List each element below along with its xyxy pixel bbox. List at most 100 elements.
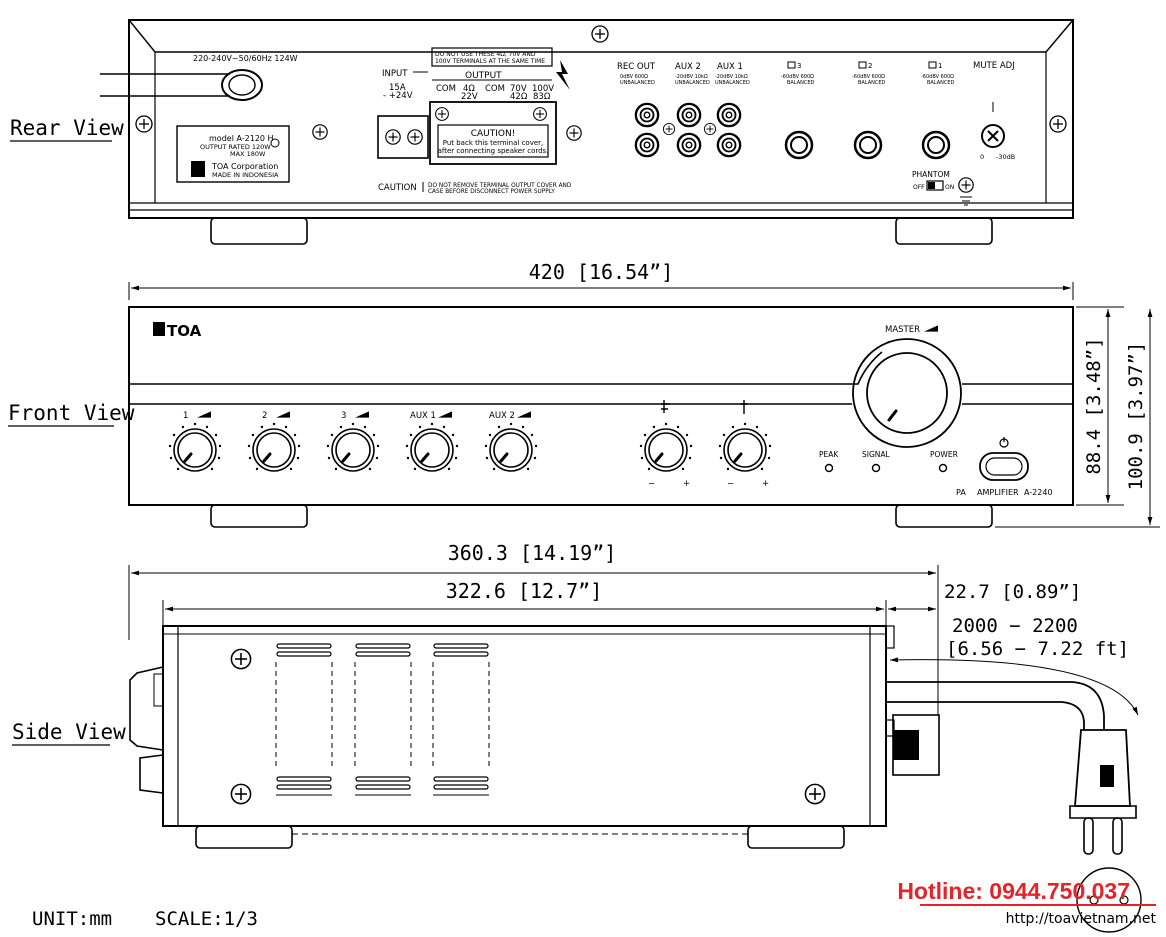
treble-minus: − bbox=[727, 479, 734, 489]
knob-bass: − + bbox=[638, 400, 694, 489]
nameplate bbox=[176, 125, 290, 183]
aux1-label: AUX 1 bbox=[717, 62, 743, 72]
power-label: POWER bbox=[930, 450, 958, 459]
knob-mic1: 1 bbox=[167, 411, 223, 473]
phantom-off-label: OFF bbox=[913, 184, 925, 191]
high-voltage-icon bbox=[556, 60, 570, 90]
mute-adj-trimmer bbox=[981, 124, 1005, 148]
peak-led bbox=[824, 463, 834, 473]
terminal-warning-2: 100V TERMINALS AT THE SAME TIME bbox=[435, 58, 545, 65]
caution-bottom-1: DO NOT REMOVE TERMINAL OUTPUT COVER AND bbox=[428, 183, 572, 189]
height-panel-label: 88.4 [3.48”] bbox=[1083, 337, 1105, 474]
volume-knob bbox=[325, 421, 381, 473]
height-dimensions: 88.4 [3.48”] 100.9 [3.97”] bbox=[995, 306, 1160, 528]
side-front-knob bbox=[139, 754, 164, 794]
rca-jack bbox=[676, 102, 702, 128]
cord-ft-label: [6.56 − 7.22 ft] bbox=[946, 638, 1129, 660]
mic2-spec: -60dBV 600Ω bbox=[852, 74, 885, 80]
knob-mic3-label: 3 bbox=[341, 411, 346, 421]
master-label: MASTER bbox=[885, 325, 920, 335]
mic3-type: BALANCED bbox=[787, 80, 815, 86]
tone-knob bbox=[717, 421, 773, 473]
mic2-label: 2 bbox=[868, 62, 872, 70]
front-foot-right bbox=[895, 504, 993, 528]
phantom-switch bbox=[926, 180, 944, 191]
side-view-label: Side View bbox=[12, 720, 126, 744]
rear-view-label: Rear View bbox=[10, 116, 124, 140]
terminal-com-1: COM bbox=[436, 84, 456, 94]
mic-input-3: 3 -60dBV 600Ω BALANCED bbox=[781, 61, 815, 160]
mic-input-1: 1 -60dBV 600Ω BALANCED bbox=[921, 61, 955, 160]
ground-icon bbox=[960, 196, 972, 206]
width-dim-label: 420 [16.54”] bbox=[529, 260, 674, 284]
input-voltage: - +24V bbox=[383, 91, 413, 101]
aux2-type: UNBALANCED bbox=[675, 80, 710, 86]
caution-bottom-2: CASE BEFORE DISCONNECT POWER SUPPLY bbox=[428, 189, 555, 195]
height-total-label: 100.9 [3.97”] bbox=[1125, 342, 1147, 491]
rear-foot-right bbox=[895, 217, 993, 245]
terminal-22v: 22V bbox=[461, 92, 478, 102]
mic3-spec: -60dBV 600Ω bbox=[781, 74, 814, 80]
knob-mic1-label: 1 bbox=[183, 411, 188, 421]
toa-logo-icon bbox=[153, 322, 165, 336]
cord-mm-label: 2000 − 2200 bbox=[952, 615, 1078, 637]
hotline-text: Hotline: 0944.750.037 bbox=[897, 878, 1130, 904]
mic3-label: 3 bbox=[797, 62, 801, 70]
side-master-knob bbox=[129, 666, 164, 751]
knob-mic2-label: 2 bbox=[262, 411, 267, 421]
rear-foot-left bbox=[210, 217, 308, 245]
phantom-on-label: ON bbox=[945, 184, 954, 191]
rear-view: Rear View 220-240V~50/60Hz 124W model A-… bbox=[10, 19, 1074, 245]
power-spec-label: 220-240V~50/60Hz 124W bbox=[193, 54, 298, 63]
caution-line-2: after connecting speaker cords. bbox=[438, 147, 549, 155]
side-vents bbox=[275, 643, 490, 796]
front-chassis bbox=[128, 306, 1074, 506]
phantom-label: PHANTOM bbox=[912, 170, 950, 179]
terminal-com-2: COM bbox=[485, 84, 505, 94]
rca-jack bbox=[716, 102, 742, 128]
website-link[interactable]: http://toavietnam.net bbox=[1006, 911, 1157, 927]
plug-pin bbox=[1112, 817, 1123, 855]
peak-label: PEAK bbox=[819, 450, 839, 459]
toa-logo-icon bbox=[191, 161, 205, 177]
knob-treble: − + bbox=[717, 400, 773, 489]
master-knob bbox=[866, 352, 948, 434]
terminal-100v: 100V bbox=[532, 84, 554, 94]
aux1-type: UNBALANCED bbox=[715, 80, 750, 86]
volume-knob bbox=[167, 421, 223, 473]
rec-out-label: REC OUT bbox=[617, 62, 656, 72]
mic1-label: 1 bbox=[938, 62, 942, 70]
front-view: Front View MASTER TOA 1 2 3 bbox=[8, 306, 1074, 528]
side-view: Side View bbox=[12, 625, 1142, 933]
mute-range-low: 0 bbox=[980, 153, 984, 161]
rca-jack bbox=[634, 132, 660, 158]
knob-mic2: 2 bbox=[246, 411, 302, 473]
side-foot-right bbox=[747, 825, 845, 849]
power-led bbox=[938, 463, 948, 473]
caution-line-1: Put back this terminal cover, bbox=[443, 139, 544, 147]
terminal-warning-1: DO NOT USE THESE 4Ω, 70V AND bbox=[435, 51, 536, 58]
rca-jack bbox=[716, 132, 742, 158]
signal-label: SIGNAL bbox=[862, 450, 891, 459]
nameplate-made: MADE IN INDONESIA bbox=[212, 171, 279, 179]
aux2-label: AUX 2 bbox=[675, 62, 701, 72]
knob-mic3: 3 bbox=[325, 411, 381, 473]
knob-aux1-label: AUX 1 bbox=[410, 411, 436, 421]
mute-adj-label: MUTE ADJ bbox=[973, 61, 1015, 71]
treble-plus: + bbox=[762, 479, 769, 489]
aux1-spec: -20dBV 10kΩ bbox=[715, 74, 748, 80]
mic-input-2: 2 -60dBV 600Ω BALANCED bbox=[852, 61, 886, 160]
signal-led bbox=[871, 463, 881, 473]
nameplate-model: model A-2120 H bbox=[209, 134, 274, 143]
terminal-83ohm: 83Ω bbox=[533, 92, 551, 102]
plug-pin bbox=[1083, 817, 1094, 855]
xlr-jack bbox=[853, 130, 883, 160]
xlr-jack bbox=[921, 130, 951, 160]
mic1-type: BALANCED bbox=[927, 80, 955, 86]
caution-bottom-label: CAUTION bbox=[378, 183, 417, 193]
terminal-4ohm: 4Ω bbox=[463, 84, 475, 94]
nameplate-max: MAX 180W bbox=[230, 150, 266, 158]
output-label: OUTPUT bbox=[465, 71, 502, 81]
knob-aux2-label: AUX 2 bbox=[489, 411, 515, 421]
width-dimension: 420 [16.54”] bbox=[128, 260, 1074, 300]
